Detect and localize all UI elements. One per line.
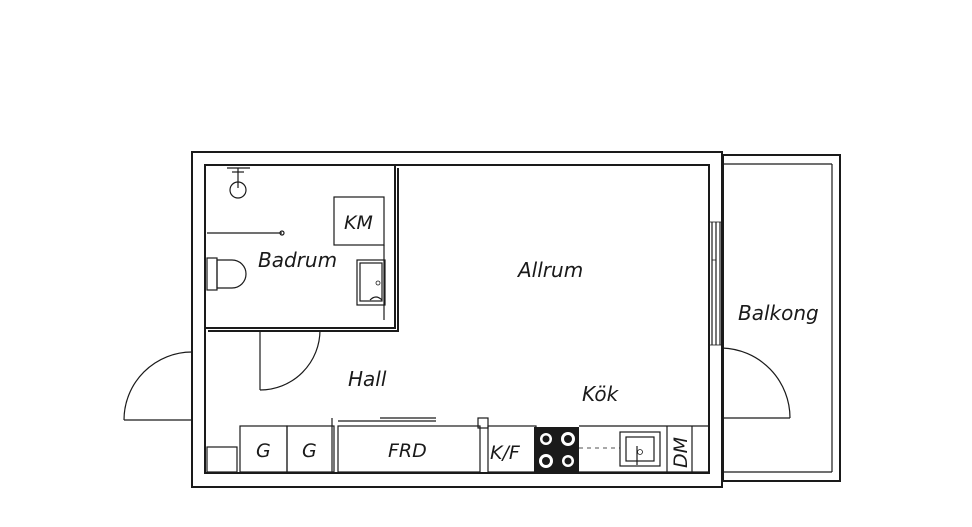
toilet (206, 257, 247, 291)
kitchen-counter (477, 417, 709, 473)
fixture-label-km: KM (344, 212, 373, 234)
fixture-label-kf: K/F (490, 442, 521, 464)
fixture-label-g2: G (302, 440, 317, 462)
fixture-label-frd: FRD (388, 440, 427, 462)
bathroom-walls (205, 165, 399, 332)
shower (207, 167, 285, 236)
room-label-hall: Hall (348, 367, 387, 391)
room-label-allrum: Allrum (516, 258, 583, 282)
room-label-balkong: Balkong (738, 301, 819, 325)
entrance-door (123, 351, 206, 421)
bathroom-sink (359, 262, 383, 302)
room-label-kok: Kök (582, 382, 620, 406)
fixture-label-g1: G (256, 440, 271, 462)
balcony-window (709, 221, 723, 346)
room-label-badrum: Badrum (258, 248, 337, 272)
hall-storage (206, 417, 481, 473)
balcony-door (721, 347, 791, 419)
bathroom-door (259, 329, 321, 391)
fixture-label-dm: DM (670, 437, 692, 468)
balcony (722, 154, 841, 482)
